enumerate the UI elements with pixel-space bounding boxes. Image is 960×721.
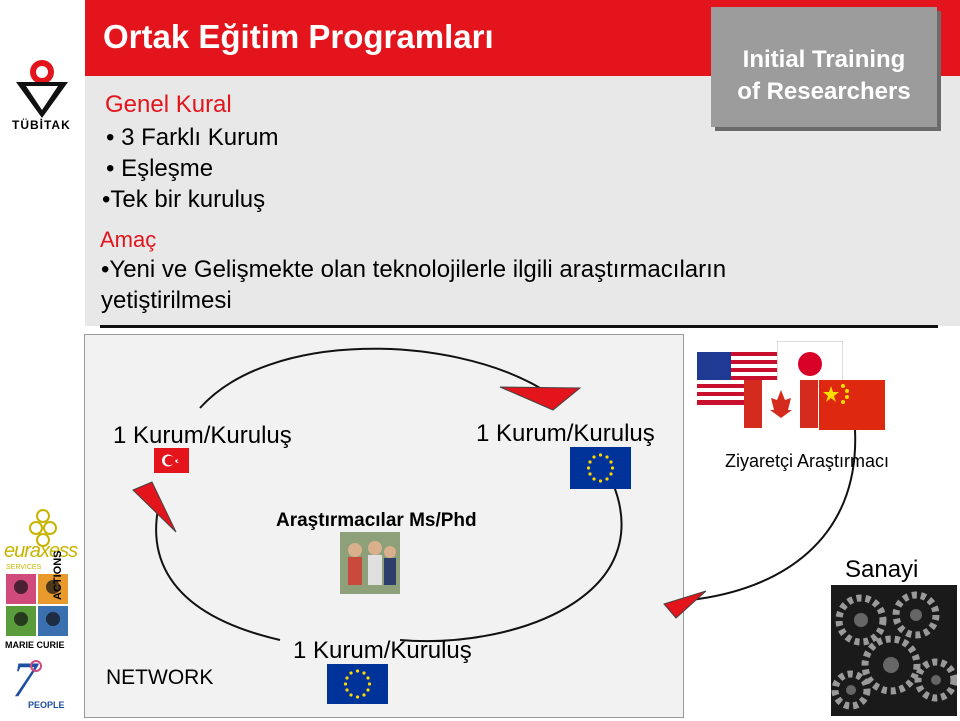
industry-label: Sanayi: [845, 556, 919, 583]
rule-item: • 3 Farklı Kurum: [106, 124, 279, 151]
rule-item: •Tek bir kuruluş: [102, 186, 266, 213]
researchers-label: Araştırmacılar Ms/Phd: [276, 510, 477, 531]
china-flag-icon: [819, 380, 885, 430]
svg-text:7: 7: [12, 652, 39, 702]
node-turkey-label: 1 Kurum/Kuruluş: [113, 422, 292, 449]
itr-badge-text: Initial Training of Researchers: [711, 44, 937, 108]
researchers-photo: [340, 532, 400, 594]
page-title: Ortak Eğitim Programları: [103, 18, 494, 55]
actions-text: ACTIONS: [52, 550, 64, 601]
usa-flag-icon: [697, 352, 778, 405]
turkey-flag-icon: [154, 448, 189, 473]
euraxess-sub: SERVICES: [6, 564, 42, 571]
tubitak-logo-text: TÜBİTAK: [12, 118, 71, 132]
visiting-researcher-label: Ziyaretçi Araştırmacı: [725, 451, 890, 471]
diagram-panel: [84, 334, 684, 718]
marie-curie-text: MARIE CURIE: [5, 640, 65, 650]
euraxess-text: euraxess: [4, 540, 78, 562]
node-bottom-label: 1 Kurum/Kuruluş: [293, 637, 472, 664]
tubitak-logo: [12, 58, 72, 128]
rule-item: • Eşleşme: [106, 155, 214, 182]
divider-line: [100, 325, 938, 328]
aim-line2: yetiştirilmesi: [101, 287, 232, 314]
gears-image: [831, 585, 958, 716]
marie-curie-logo: [6, 574, 68, 638]
japan-flag-icon: [776, 340, 844, 388]
fp7-logo: 7: [6, 651, 56, 707]
euraxess-logo: [6, 508, 80, 568]
fp7-people-text: PEOPLE: [28, 700, 65, 710]
canada-flag-icon: [744, 380, 818, 428]
network-label: NETWORK: [106, 666, 214, 689]
eu-flag-icon: [570, 447, 631, 489]
aim-line1: •Yeni ve Gelişmekte olan teknolojilerle …: [101, 256, 727, 283]
itr-badge: [711, 7, 937, 127]
itr-line1: Initial Training: [742, 46, 906, 73]
rules-heading: Genel Kural: [105, 91, 232, 118]
aim-heading: Amaç: [100, 227, 157, 252]
node-eu-label: 1 Kurum/Kuruluş: [476, 420, 655, 447]
itr-line2: of Researchers: [737, 78, 911, 105]
eu-flag-icon: [327, 664, 388, 704]
